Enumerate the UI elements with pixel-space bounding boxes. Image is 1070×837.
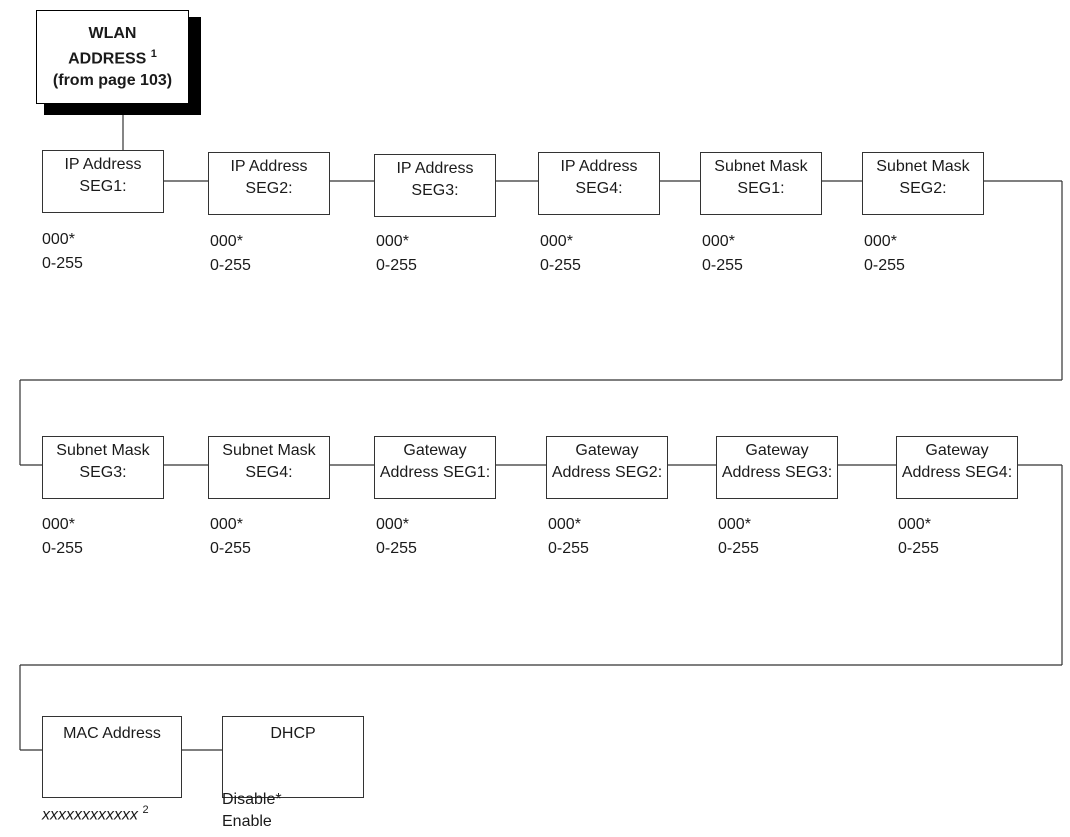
default-value: 000* — [42, 231, 75, 248]
node-values: 000* 0-255 — [898, 513, 939, 561]
node-subnet-mask-seg2: Subnet Mask SEG2: — [862, 152, 984, 215]
value-range: 0-255 — [210, 540, 251, 557]
node-label-1: Subnet Mask — [714, 158, 808, 175]
value-range: 0-255 — [210, 257, 251, 274]
node-label-1: Gateway — [925, 442, 989, 459]
root-line-2-text: ADDRESS — [68, 50, 147, 68]
node-ip-address-seg4: IP Address SEG4: — [538, 152, 660, 215]
node-label-2: SEG1: — [79, 178, 127, 195]
default-value: Disable* — [222, 791, 282, 808]
default-value: 000* — [548, 516, 581, 533]
default-value: 000* — [718, 516, 751, 533]
default-value: 000* — [864, 233, 897, 250]
value-range: 0-255 — [42, 255, 83, 272]
node-label-1: Gateway — [745, 442, 809, 459]
root-line-2: ADDRESS 1 — [68, 44, 157, 69]
mac-footnote: 2 — [142, 804, 149, 816]
node-mac-address: MAC Address — [42, 716, 182, 798]
node-label-2: SEG1: — [737, 180, 785, 197]
node-values: 000* 0-255 — [548, 513, 589, 561]
node-label-1: Subnet Mask — [222, 442, 316, 459]
node-label-1: IP Address — [560, 158, 638, 175]
default-value: 000* — [702, 233, 735, 250]
node-label-1: Subnet Mask — [56, 442, 150, 459]
node-label-2: SEG4: — [575, 180, 623, 197]
value-range: 0-255 — [898, 540, 939, 557]
node-label-1: IP Address — [230, 158, 308, 175]
mac-address-value: xxxxxxxxxxxx — [42, 806, 138, 824]
node-values: 000* 0-255 — [210, 513, 251, 561]
root-node-wlan-address: WLAN ADDRESS 1 (from page 103) — [36, 10, 189, 104]
root-footnote: 1 — [150, 48, 157, 61]
node-subnet-mask-seg3: Subnet Mask SEG3: — [42, 436, 164, 499]
node-gateway-address-seg1: Gateway Address SEG1: — [374, 436, 496, 499]
default-value: 000* — [540, 233, 573, 250]
value-range: 0-255 — [42, 540, 83, 557]
default-value: 000* — [210, 233, 243, 250]
default-value: 000* — [376, 516, 409, 533]
default-value: 000* — [210, 516, 243, 533]
node-label-2: SEG4: — [245, 464, 293, 481]
node-values: 000* 0-255 — [864, 230, 905, 278]
node-label-2: Address SEG4: — [901, 464, 1013, 481]
node-label-1: Gateway — [403, 442, 467, 459]
node-values: 000* 0-255 — [42, 228, 83, 276]
node-values: Disable* Enable — [222, 789, 282, 833]
node-gateway-address-seg4: Gateway Address SEG4: — [896, 436, 1018, 499]
node-gateway-address-seg2: Gateway Address SEG2: — [546, 436, 668, 499]
node-ip-address-seg1: IP Address SEG1: — [42, 150, 164, 213]
node-values: 000* 0-255 — [376, 513, 417, 561]
node-label-2: SEG3: — [411, 182, 459, 199]
node-label-2: Address SEG1: — [379, 464, 491, 481]
node-values: 000* 0-255 — [42, 513, 83, 561]
value-range: 0-255 — [864, 257, 905, 274]
node-label-2: Address SEG3: — [721, 464, 833, 481]
root-line-3: (from page 103) — [52, 71, 173, 89]
node-subnet-mask-seg4: Subnet Mask SEG4: — [208, 436, 330, 499]
node-label-1: Subnet Mask — [876, 158, 970, 175]
default-value: 000* — [42, 516, 75, 533]
value-range: 0-255 — [702, 257, 743, 274]
node-label-2: SEG2: — [245, 180, 293, 197]
node-values: 000* 0-255 — [718, 513, 759, 561]
node-gateway-address-seg3: Gateway Address SEG3: — [716, 436, 838, 499]
node-dhcp: DHCP — [222, 716, 364, 798]
node-label-1: IP Address — [396, 160, 474, 177]
node-label-2: Address SEG2: — [551, 464, 663, 481]
node-values: 000* 0-255 — [702, 230, 743, 278]
node-label-2: SEG2: — [899, 180, 947, 197]
node-ip-address-seg2: IP Address SEG2: — [208, 152, 330, 215]
value-range: 0-255 — [540, 257, 581, 274]
value-range: 0-255 — [376, 257, 417, 274]
node-label-1: DHCP — [270, 725, 316, 742]
default-value: 000* — [376, 233, 409, 250]
node-values: 000* 0-255 — [376, 230, 417, 278]
root-line-1: WLAN — [88, 25, 137, 43]
node-label-1: MAC Address — [63, 725, 161, 742]
value-range: 0-255 — [718, 540, 759, 557]
node-values: xxxxxxxxxxxx 2 — [42, 798, 149, 827]
node-ip-address-seg3: IP Address SEG3: — [374, 154, 496, 217]
node-label-2: SEG3: — [79, 464, 127, 481]
node-values: 000* 0-255 — [540, 230, 581, 278]
node-label-1: IP Address — [64, 156, 142, 173]
node-label-1: Gateway — [575, 442, 639, 459]
value-range: 0-255 — [376, 540, 417, 557]
value-range: 0-255 — [548, 540, 589, 557]
default-value: 000* — [898, 516, 931, 533]
node-subnet-mask-seg1: Subnet Mask SEG1: — [700, 152, 822, 215]
node-values: 000* 0-255 — [210, 230, 251, 278]
option-value: Enable — [222, 813, 272, 830]
